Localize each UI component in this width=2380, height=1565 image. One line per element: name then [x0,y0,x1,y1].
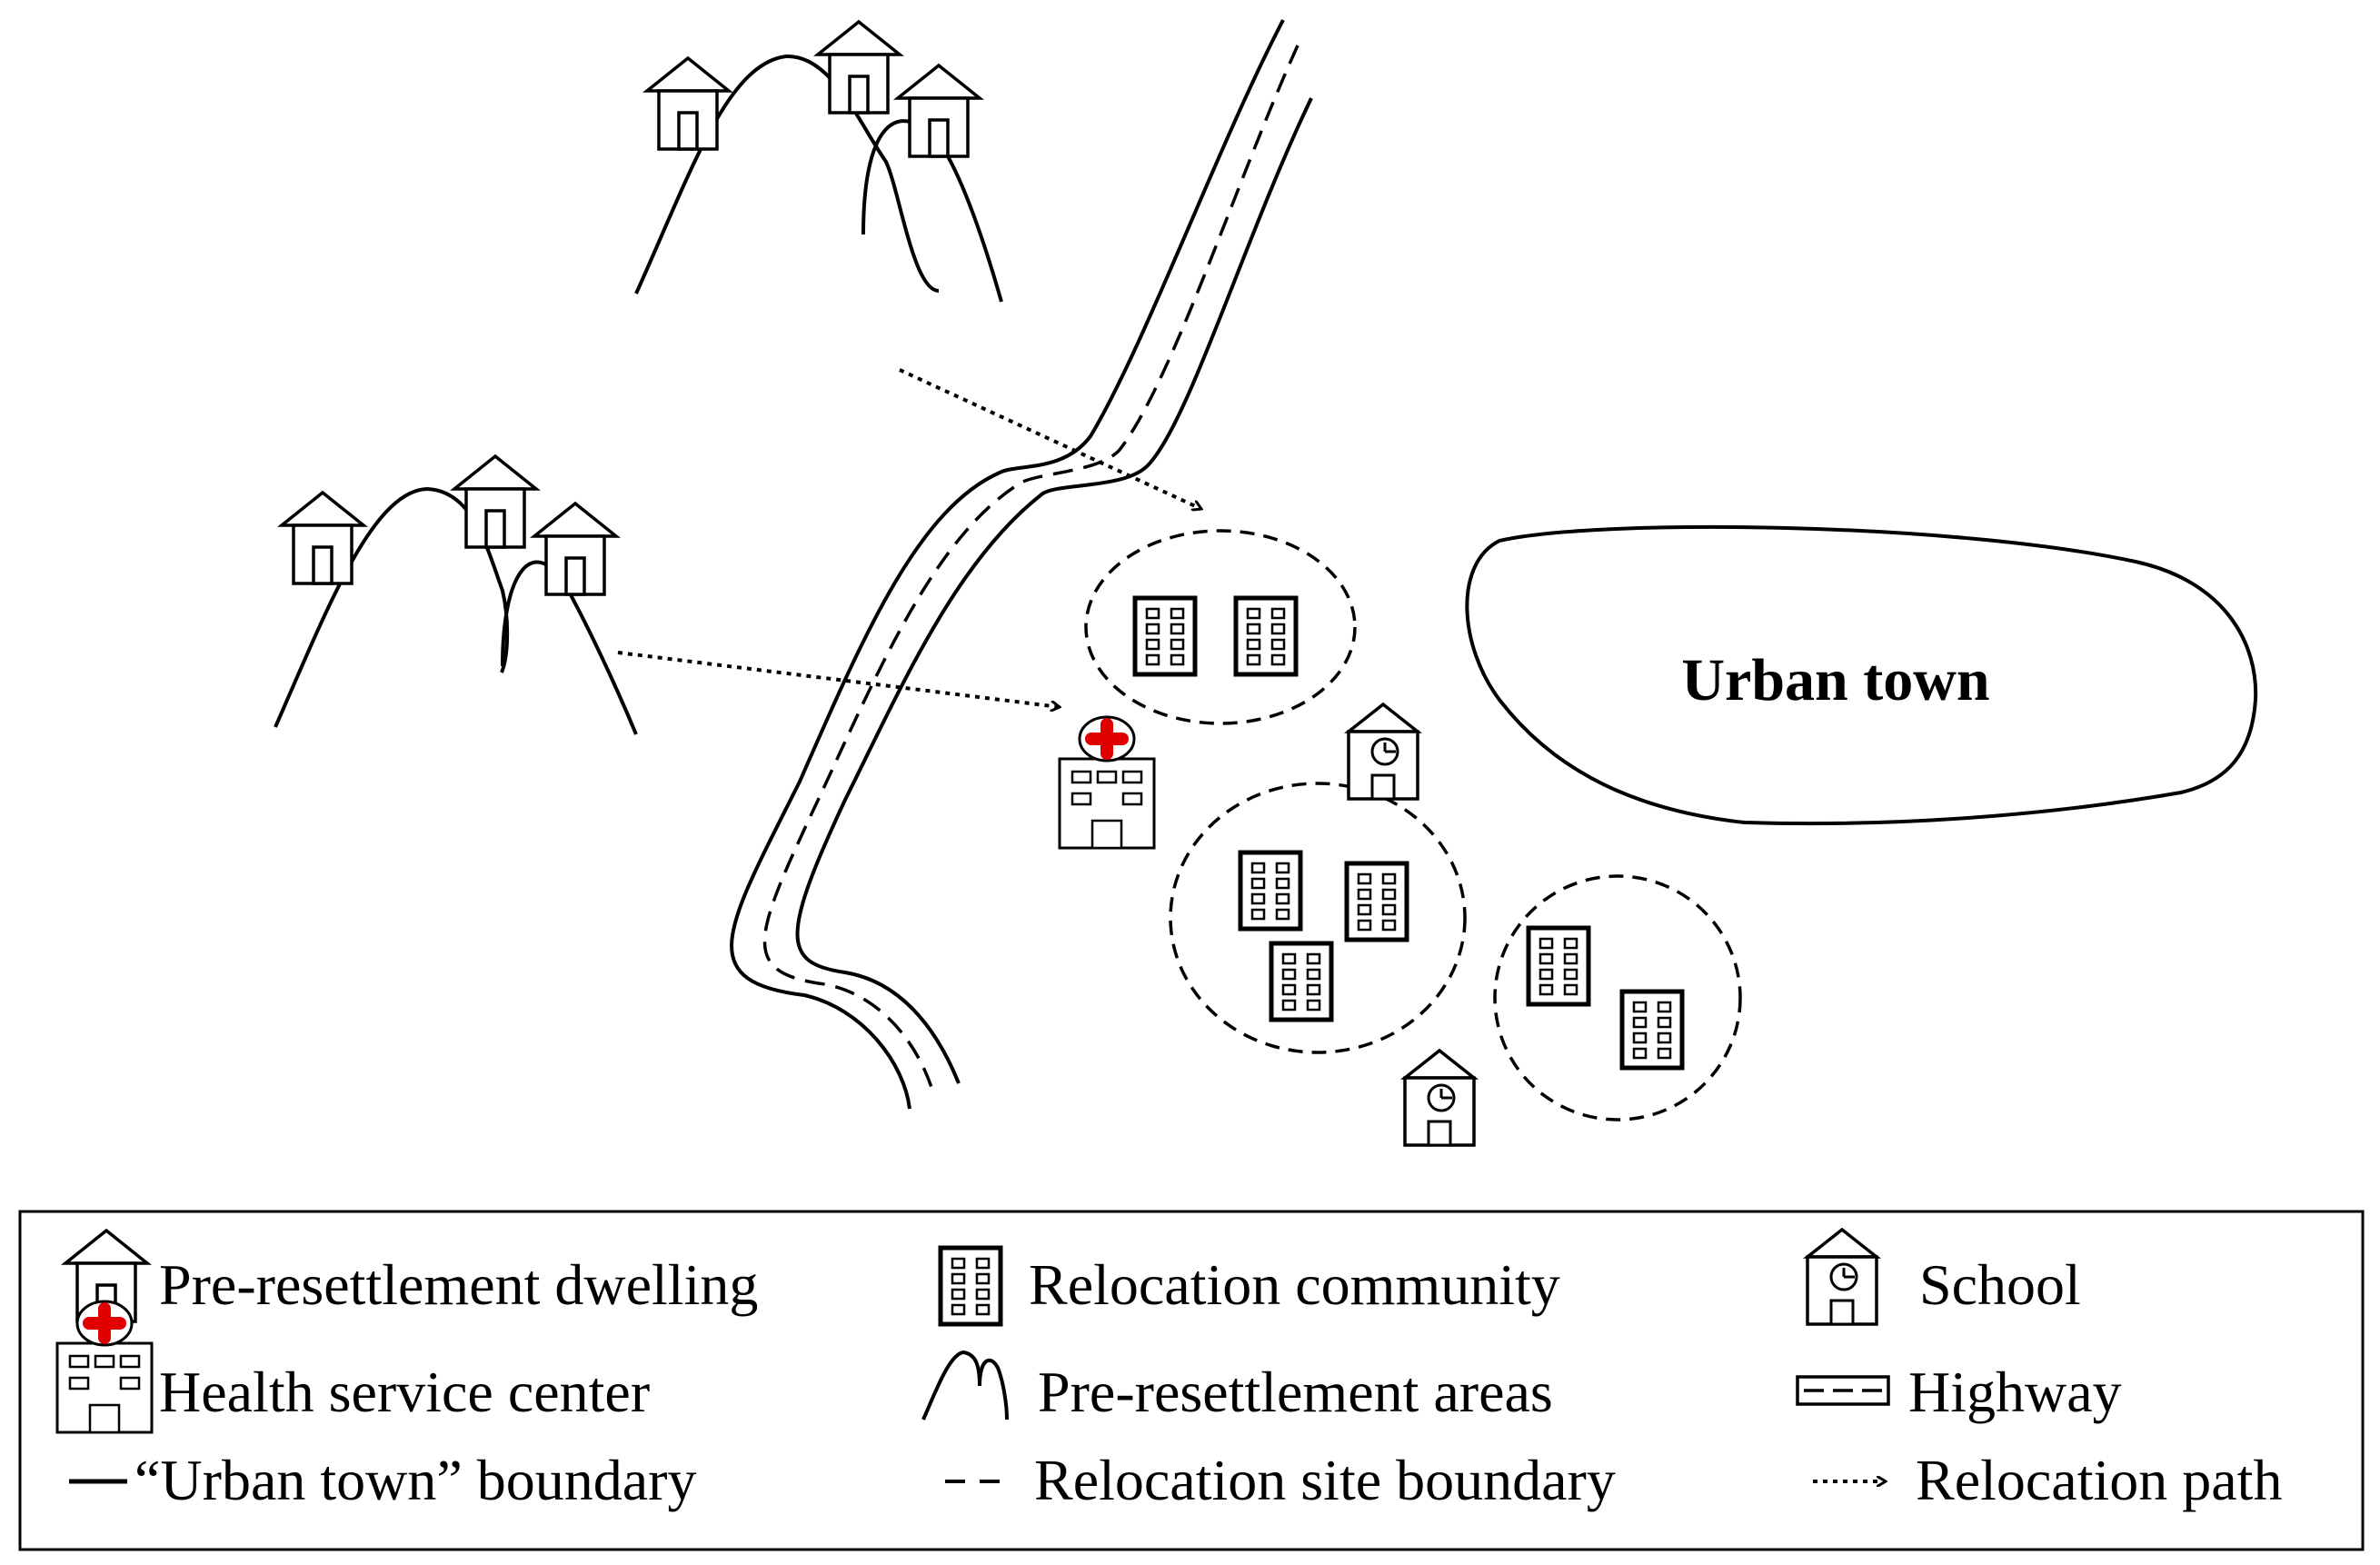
urban-town-boundary [1465,524,2258,826]
legend-label-pre-resettlement-dwelling: Pre-resettlement dwelling [159,1252,758,1317]
legend-label-relocation-community: Relocation community [1029,1252,1560,1317]
relocation-site-boundary [1084,529,1357,725]
legend-label-pre-resettlement-areas: Pre-resettlement areas [1038,1360,1553,1424]
legend-label-school: School [1919,1252,2081,1317]
school-icon [1347,703,1419,801]
house-icon [533,502,618,596]
pre-resettlement-area-upper [634,20,1003,303]
house-icon [816,20,901,115]
house-icon [896,64,981,158]
highway [730,19,1313,1110]
house-icon [453,454,538,549]
health-center-icon [1060,717,1154,848]
mountain-icon [921,1350,1009,1420]
legend: Pre-resettlement dwelling Relocation com… [18,1210,2365,1551]
building-icon [1135,598,1195,674]
house-icon [645,56,731,151]
relocation-site-boundary [1169,782,1467,1054]
building-icon [1236,598,1296,674]
building-icon [1347,863,1407,940]
building-icon [941,1248,1001,1324]
school-icon [1403,1049,1476,1147]
pre-resettlement-area-lower [274,454,638,735]
legend-label-relocation-site-boundary: Relocation site boundary [1034,1448,1616,1512]
building-icon [1529,928,1588,1004]
legend-label-health-service-center: Health service center [159,1360,650,1424]
building-icon [1622,992,1682,1068]
legend-box [18,1210,2365,1551]
legend-label-urban-town-boundary: “Urban town” boundary [134,1448,696,1512]
mountain-icon [634,54,940,294]
house-icon [280,491,365,585]
relocation-site-boundary [1493,874,1742,1121]
legend-label-highway: Highway [1908,1360,2122,1424]
highway-icon [1796,1375,1890,1406]
urban-town-label: Urban town [1681,647,1989,713]
building-icon [1240,852,1300,929]
building-icon [1271,943,1331,1020]
legend-label-relocation-path: Relocation path [1916,1448,2282,1512]
relocation-path-arrow [617,651,1060,707]
